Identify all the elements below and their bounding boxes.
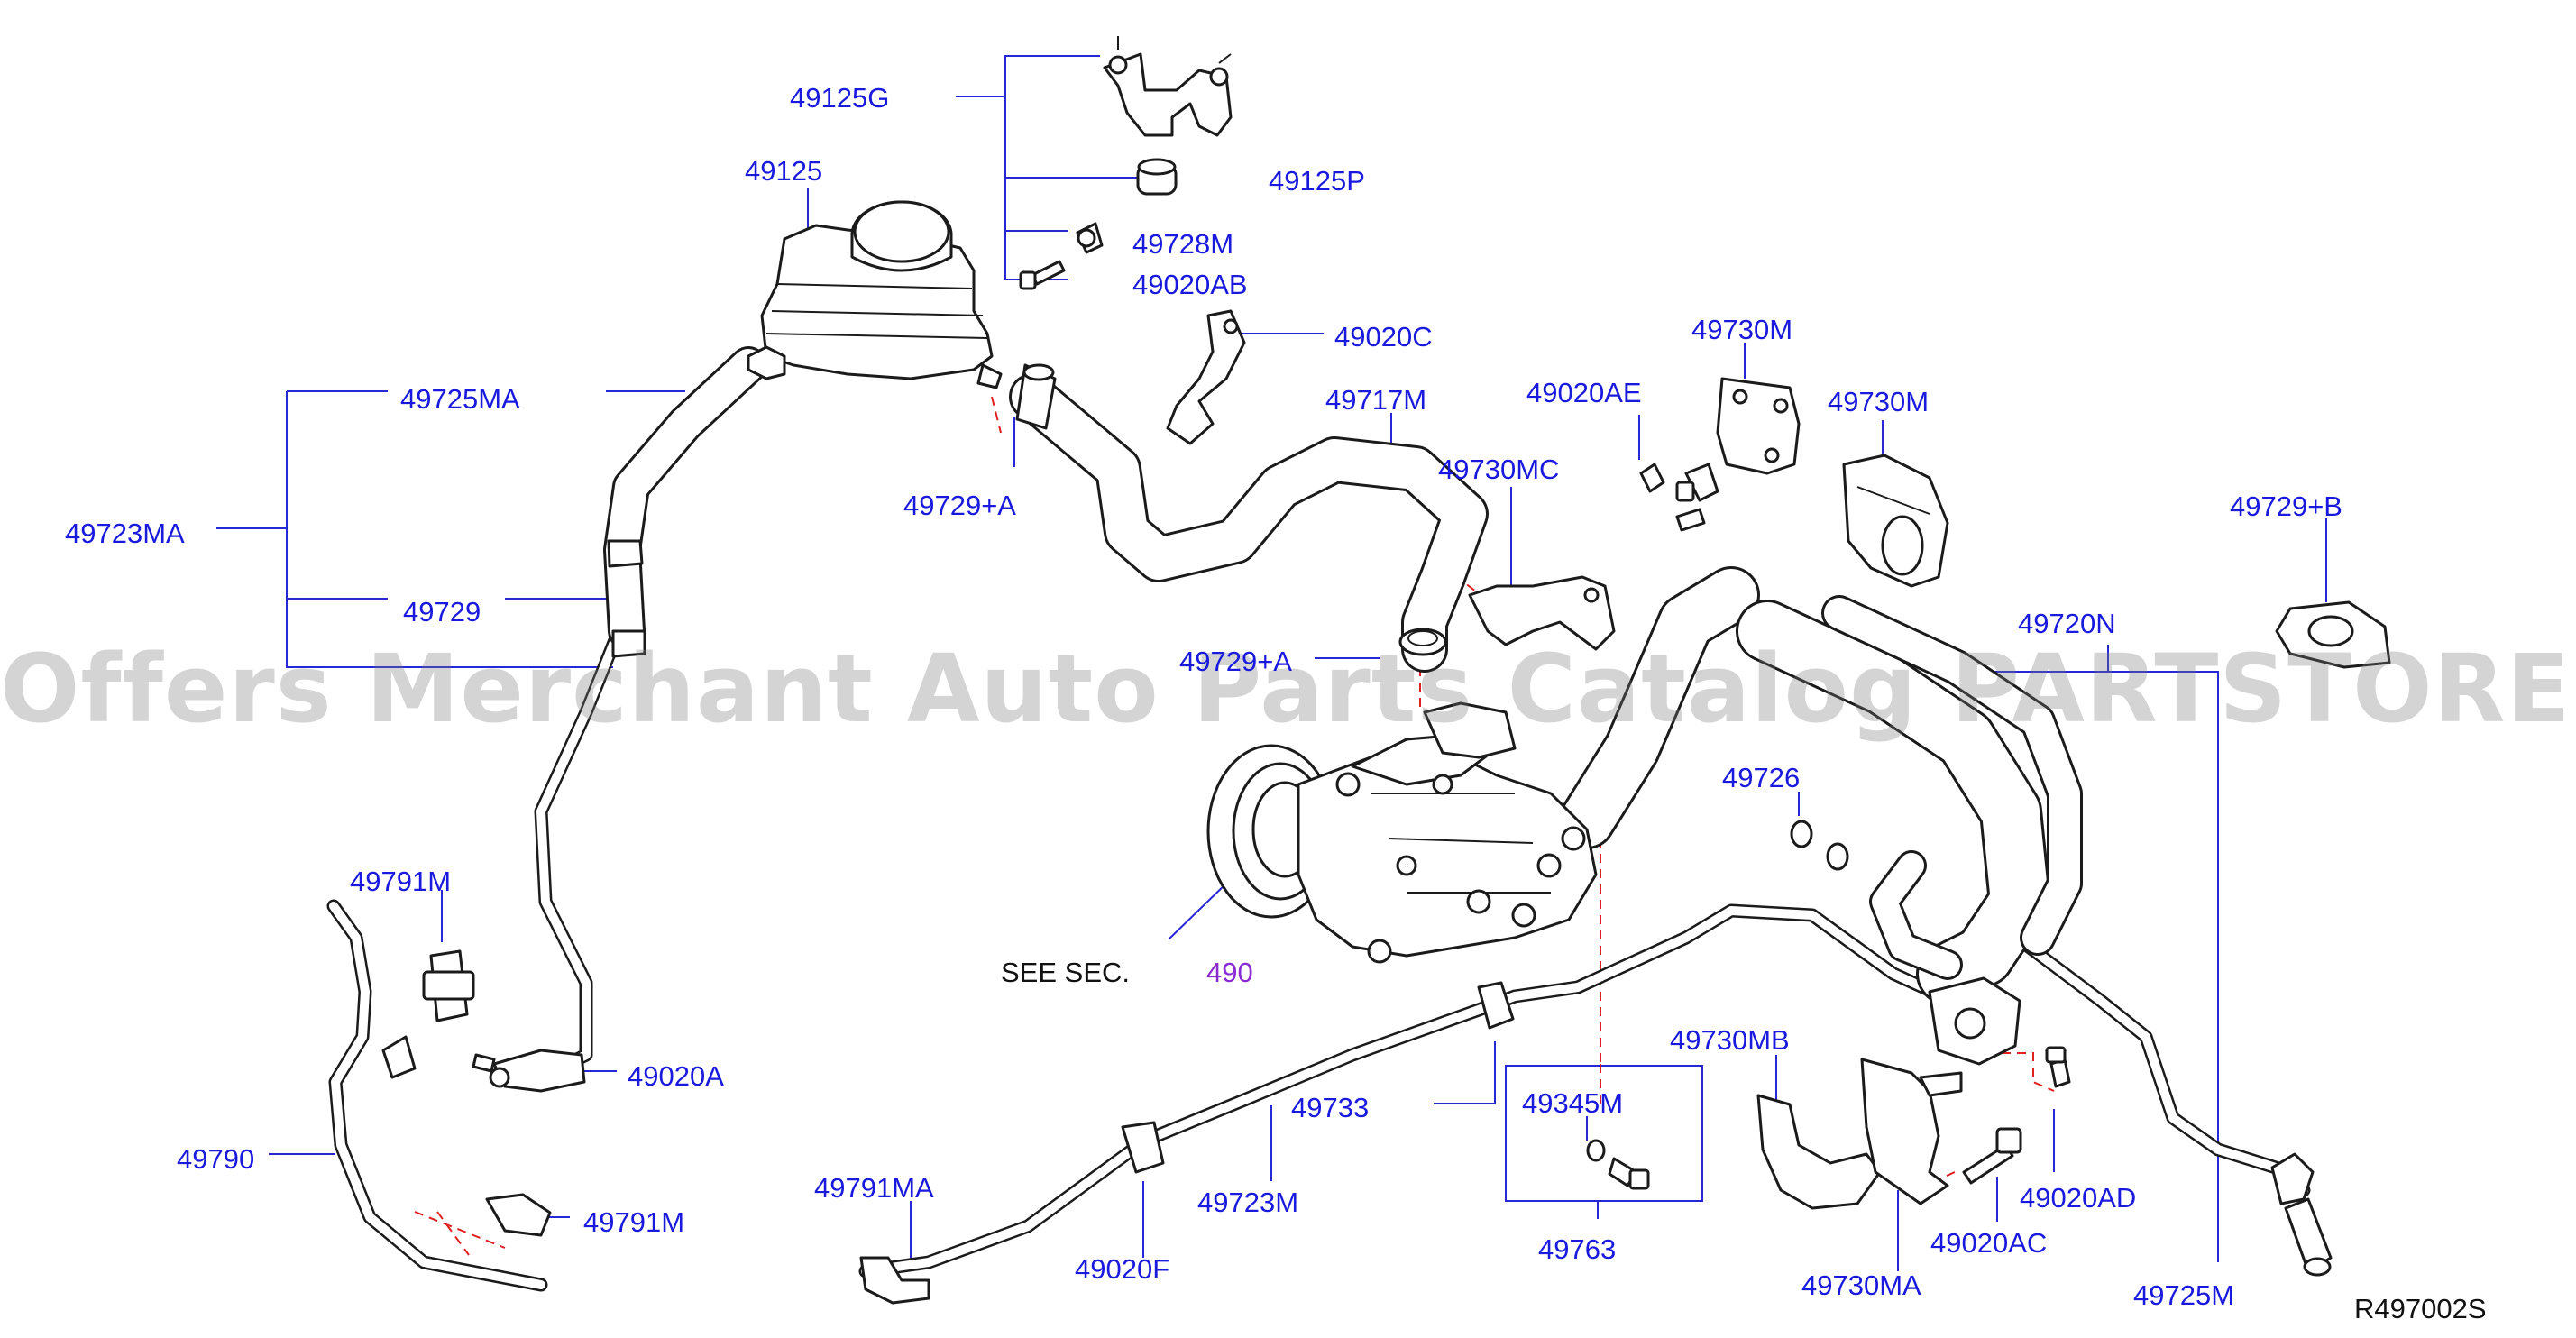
- label-49717m[interactable]: 49717M: [1325, 384, 1427, 416]
- fitting-49725m[interactable]: [2270, 1152, 2333, 1277]
- label-49020ab[interactable]: 49020AB: [1132, 269, 1248, 300]
- label-49763[interactable]: 49763: [1538, 1233, 1617, 1265]
- label-49730m-clamp[interactable]: 49730M: [1828, 386, 1930, 417]
- reservoir-tank[interactable]: [747, 200, 1003, 389]
- label-49730mb[interactable]: 49730MB: [1670, 1024, 1790, 1056]
- label-49020a[interactable]: 49020A: [628, 1060, 724, 1092]
- label-49791m-upper[interactable]: 49791M: [350, 866, 452, 897]
- label-49729-a-upper[interactable]: 49729+A: [903, 490, 1016, 521]
- label-49720n[interactable]: 49720N: [2018, 608, 2116, 639]
- bracket-49730m-plate[interactable]: [1716, 377, 1801, 475]
- washers-49726[interactable]: [1790, 820, 1849, 871]
- label-49725ma[interactable]: 49725MA: [400, 383, 520, 415]
- hose-clamp-lower[interactable]: [1398, 628, 1447, 656]
- clip-49020f[interactable]: [1121, 1121, 1165, 1174]
- label-49020ad[interactable]: 49020AD: [2020, 1182, 2137, 1214]
- label-49725m[interactable]: 49725M: [2133, 1279, 2235, 1311]
- label-49726[interactable]: 49726: [1722, 762, 1801, 793]
- see-section-link[interactable]: 490: [1206, 957, 1253, 988]
- label-49723m[interactable]: 49723M: [1197, 1187, 1299, 1218]
- clip-49791m[interactable]: [485, 1193, 552, 1237]
- label-49791m-lower[interactable]: 49791M: [583, 1206, 685, 1238]
- clip-49791ma[interactable]: [859, 1256, 930, 1305]
- clamp-49729[interactable]: [607, 539, 646, 658]
- label-49723ma[interactable]: 49723MA: [65, 518, 185, 549]
- label-49020ac[interactable]: 49020AC: [1930, 1227, 2048, 1259]
- label-49020c[interactable]: 49020C: [1334, 321, 1433, 353]
- label-49791ma[interactable]: 49791MA: [814, 1172, 934, 1204]
- cooler-connector[interactable]: [1928, 976, 2021, 1066]
- label-49125[interactable]: 49125: [745, 155, 823, 187]
- hoses: [603, 346, 2083, 1005]
- figure-code: R497002S: [2354, 1293, 2487, 1324]
- label-49020f[interactable]: 49020F: [1075, 1253, 1170, 1285]
- bracket-49730ma[interactable]: [1860, 1058, 1963, 1205]
- alignment-dashes: [414, 396, 2055, 1256]
- watermark: Offers Merchant Auto Parts Catalog PARTS…: [0, 634, 2576, 744]
- bolt-49020ab[interactable]: [1019, 260, 1066, 290]
- label-49733[interactable]: 49733: [1291, 1092, 1370, 1123]
- bracket-49020a[interactable]: [472, 1049, 586, 1093]
- clip-49790[interactable]: [381, 1035, 417, 1079]
- see-section-text: SEE SEC.: [1001, 957, 1130, 988]
- bracket-49730mc[interactable]: [1468, 575, 1616, 651]
- label-49020ae[interactable]: 49020AE: [1526, 377, 1642, 408]
- bolt-49020ac[interactable]: [1962, 1127, 2022, 1185]
- clamp-49730m[interactable]: [1842, 454, 1949, 588]
- power-steering-pump[interactable]: [1206, 701, 1598, 964]
- bolt-set-49763[interactable]: [1586, 1139, 1650, 1190]
- label-49730mc[interactable]: 49730MC: [1438, 454, 1560, 485]
- hose-clamp-a[interactable]: [1015, 363, 1057, 430]
- clamp-49733[interactable]: [1477, 981, 1515, 1030]
- label-49730ma[interactable]: 49730MA: [1801, 1269, 1921, 1301]
- collar[interactable]: [1076, 222, 1104, 254]
- label-49125g[interactable]: 49125G: [790, 82, 890, 114]
- hose-clamp-b[interactable]: [2275, 600, 2391, 669]
- label-49729-b[interactable]: 49729+B: [2230, 490, 2342, 522]
- label-49345m[interactable]: 49345M: [1522, 1087, 1624, 1119]
- bolt-49020ad[interactable]: [2045, 1046, 2071, 1088]
- label-49730m-plate[interactable]: 49730M: [1691, 314, 1793, 345]
- label-49729[interactable]: 49729: [403, 596, 481, 628]
- label-49729-a-lower[interactable]: 49729+A: [1179, 646, 1292, 677]
- hose-bracket-49020c[interactable]: [1166, 309, 1246, 445]
- strap-49730mb[interactable]: [1756, 1094, 1882, 1210]
- reservoir-bracket[interactable]: [1103, 36, 1233, 137]
- label-49790[interactable]: 49790: [177, 1143, 255, 1175]
- label-49125p[interactable]: 49125P: [1269, 165, 1365, 197]
- grommet[interactable]: [1136, 158, 1178, 196]
- label-49728m[interactable]: 49728M: [1132, 228, 1234, 260]
- insulator-49791m[interactable]: [422, 949, 475, 1022]
- bolts-49020ae[interactable]: [1639, 463, 1719, 532]
